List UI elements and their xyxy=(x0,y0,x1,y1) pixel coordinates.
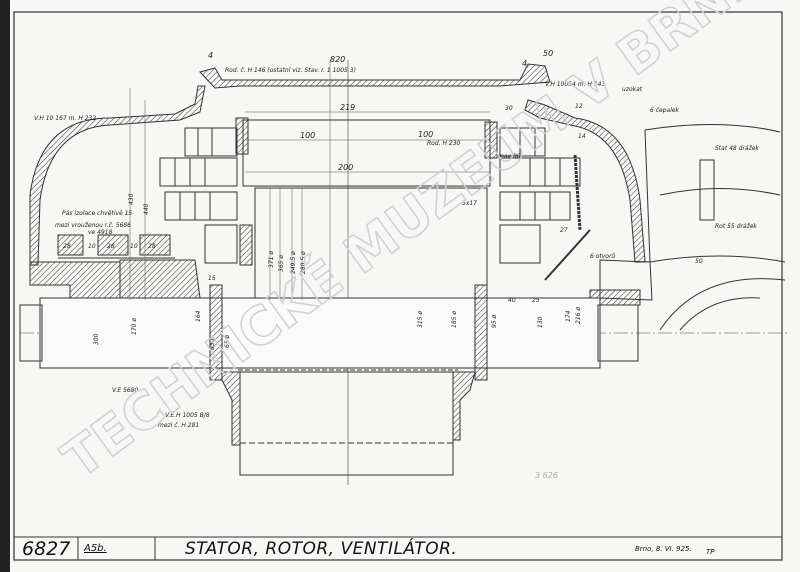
dim-100-right: 100 xyxy=(418,130,433,139)
drawing-number: 6827 xyxy=(22,538,71,560)
dim-14: 14 xyxy=(578,133,586,140)
author-initials: TP xyxy=(706,548,715,556)
dim-300: 300 xyxy=(93,333,100,345)
dim-12: 12 xyxy=(575,103,583,110)
dim-50: 50 xyxy=(543,49,553,58)
insulation-note-3: ve 4918 xyxy=(88,229,113,236)
stator-clamp-left xyxy=(235,117,249,155)
dim-174: 174 xyxy=(565,310,572,322)
dim-440: 440 xyxy=(143,203,150,215)
fan-blade xyxy=(544,229,591,281)
shield-right-note: V.H 10054 m. H 143 xyxy=(545,81,605,88)
uzokat-note: uzokat xyxy=(622,86,643,93)
rotor-end-ring-left xyxy=(239,224,253,266)
hub-note-2: mezi č. H 281 xyxy=(158,422,199,429)
fan-bolt xyxy=(573,154,582,231)
dim-315: 315 ø xyxy=(417,311,424,328)
holes-note: 6 otvorů xyxy=(590,253,615,260)
dim-25: 25 xyxy=(532,297,540,304)
dim-130: 130 xyxy=(537,316,544,328)
shaft-note: V.E 5680 xyxy=(112,387,138,394)
shaft-end-right xyxy=(597,304,639,362)
rotor-ring-note: Rod. H 230 xyxy=(427,140,461,147)
dim-10-a: 10 xyxy=(88,243,96,250)
dim-85: 85 ø xyxy=(209,336,216,350)
insulation-blocks xyxy=(57,234,175,259)
left-bearing-shield xyxy=(119,259,201,299)
dim-30: 30 xyxy=(505,105,513,112)
dim-365: 365 ø xyxy=(278,255,285,272)
dim-371: 371 ø xyxy=(268,251,275,268)
drawing-border xyxy=(13,11,783,561)
dim-185: 185 ø xyxy=(451,311,458,328)
dim-28-b: 28 xyxy=(107,243,115,250)
insulation-note-1: Pás izolace chvětivé 15 xyxy=(62,210,132,217)
dim-15: 15 xyxy=(208,275,216,282)
right-winding-overhang xyxy=(499,127,581,264)
drawing-format: A5b. xyxy=(84,543,107,554)
shaft xyxy=(39,297,601,369)
dim-65: 65 ø xyxy=(224,334,231,348)
dim-170: 170 ø xyxy=(131,318,138,335)
left-bearing-housing xyxy=(29,261,121,301)
bearing-ring-left xyxy=(209,284,223,381)
rotor-slots-note: Rot 55 drážek xyxy=(715,223,757,230)
scan-edge xyxy=(0,0,10,572)
dim-200: 200 xyxy=(338,163,353,172)
shaft-end-left xyxy=(19,304,43,362)
dimension-lines xyxy=(129,60,490,300)
dim-280-5: 280.5 ø xyxy=(300,251,307,274)
cepalek-note: 6 čepalek xyxy=(650,107,680,114)
shield-left-note: V.H 10 167 m. H 232 xyxy=(34,115,96,122)
right-bearing-outline xyxy=(599,259,653,301)
hub-flange-left xyxy=(221,371,241,446)
dim-40: 40 xyxy=(508,297,516,304)
left-winding-overhang xyxy=(159,127,238,264)
archive-stamp-number: 3 626 xyxy=(535,471,558,480)
dim-216: 216 ø xyxy=(575,307,582,324)
dim-820: 820 xyxy=(330,55,345,64)
dim-430: 430 xyxy=(128,193,135,205)
max80-note: max 80 xyxy=(498,153,521,160)
hub-note-1: V.E.H 1005 B/8 xyxy=(165,412,210,419)
dim-28-a: 28 xyxy=(63,243,71,250)
dim-27: 27 xyxy=(560,227,568,234)
stator-slots-note: Stat 48 drážek xyxy=(715,145,759,152)
place-date: Brno, 8. VI. 925. xyxy=(635,545,692,553)
dim-4-right: 4 xyxy=(522,59,527,68)
bearing-ring-right xyxy=(474,284,488,381)
slot-detail-view xyxy=(644,124,786,331)
dim-50-right: 50 xyxy=(695,258,703,265)
dim-249-5: 249.5 ø xyxy=(290,251,297,274)
drawing-title: STATOR, ROTOR, VENTILÁTOR. xyxy=(185,539,458,559)
frame-note: Rod. č. H 146 (ostatní viz. Stav. r. 1 1… xyxy=(225,67,356,74)
dim-28-c: 28 xyxy=(148,243,156,250)
key-note: 5x17 xyxy=(462,200,477,207)
dim-164: 164 xyxy=(195,310,202,322)
hub-flange-right xyxy=(452,371,476,441)
insulation-note-2: mezi vrouženou r.č. 5686 xyxy=(55,222,131,229)
stator-frame xyxy=(199,63,551,89)
dim-219: 219 xyxy=(340,103,355,112)
dim-100-left: 100 xyxy=(300,131,315,140)
dim-10-b: 10 xyxy=(130,243,138,250)
dim-95: 95 ø xyxy=(491,314,498,328)
dim-4-left: 4 xyxy=(208,51,213,60)
rotor-hub xyxy=(239,371,454,476)
